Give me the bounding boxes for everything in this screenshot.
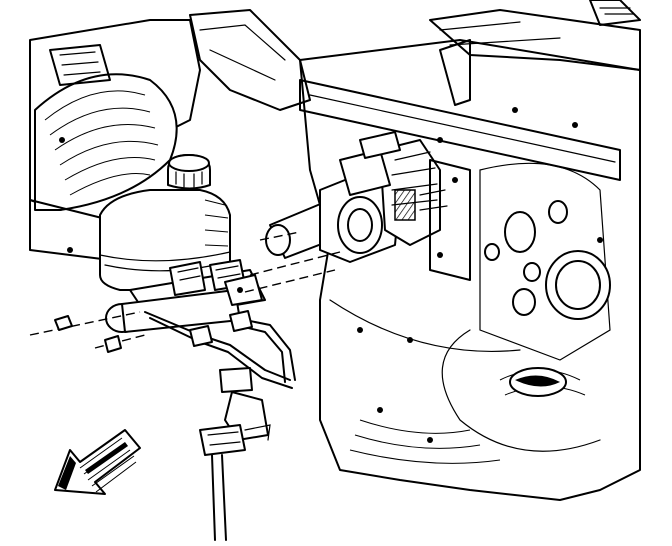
mounting-nuts — [54, 315, 122, 353]
direction-arrow-icon — [54, 429, 141, 495]
inner-fender — [29, 19, 201, 261]
alignment-lines — [29, 231, 341, 349]
pressure-switch-bracket — [199, 367, 271, 541]
firewall-panel — [299, 39, 641, 501]
brake-lines — [144, 310, 296, 389]
cowl-structure — [189, 0, 641, 181]
booster-pushrod — [265, 131, 471, 281]
master-cylinder — [105, 259, 266, 333]
